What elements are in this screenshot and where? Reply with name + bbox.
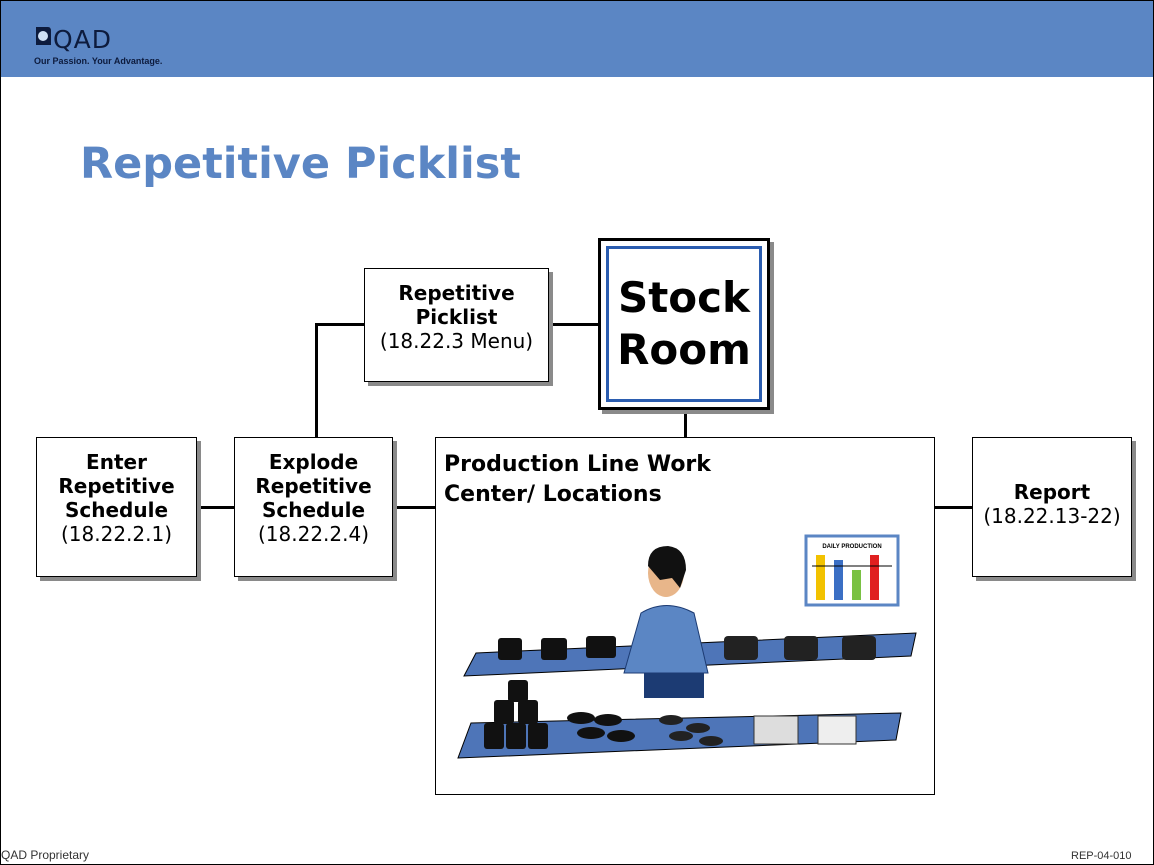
qad-logo-icon	[36, 27, 51, 45]
lower-shelf	[457, 680, 902, 759]
box-label: Schedule	[64, 498, 169, 522]
footer-proprietary: QAD Proprietary	[1, 848, 90, 862]
box-note: (18.22.2.1)	[60, 522, 173, 546]
connector-line	[315, 323, 365, 326]
box-label: Report	[1013, 480, 1091, 504]
box-label: Explode	[268, 450, 359, 474]
enter-schedule-box: Enter Repetitive Schedule (18.22.2.1)	[36, 437, 197, 577]
production-title-line: Center/ Locations	[444, 482, 662, 507]
daily-production-chart-icon: DAILY PRODUCTION	[804, 534, 900, 607]
box-note: (18.22.2.4)	[257, 522, 370, 546]
connector-line	[393, 506, 436, 509]
connector-line	[684, 410, 687, 438]
production-illustration: DAILY PRODUCTION	[457, 534, 917, 759]
footer-code: REP-04-010	[1071, 850, 1132, 862]
box-label: Schedule	[261, 498, 366, 522]
header-bar: QAD Our Passion. Your Advantage.	[1, 1, 1153, 77]
production-title: Production Line Work Center/ Locations	[444, 450, 711, 510]
chart-label: DAILY PRODUCTION	[822, 544, 881, 550]
worker-figure	[623, 546, 709, 698]
connector-line	[197, 506, 235, 509]
box-label: Picklist	[415, 305, 498, 329]
logo-text: QAD	[53, 25, 113, 54]
box-note: (18.22.13-22)	[983, 504, 1121, 528]
stock-room-box: Stock Room	[598, 238, 770, 410]
stock-room-label: Stock	[617, 273, 750, 322]
box-label: Repetitive	[255, 474, 372, 498]
repetitive-picklist-box: Repetitive Picklist (18.22.3 Menu)	[364, 268, 549, 382]
connector-line	[315, 323, 318, 437]
box-note: (18.22.3 Menu)	[379, 329, 534, 353]
production-line-box: Production Line Work Center/ Locations D…	[435, 437, 935, 795]
stock-room-label: Room	[617, 325, 751, 374]
stock-room-inner: Stock Room	[606, 246, 762, 402]
explode-schedule-box: Explode Repetitive Schedule (18.22.2.4)	[234, 437, 393, 577]
production-title-line: Production Line Work	[444, 452, 711, 477]
box-label: Repetitive	[58, 474, 175, 498]
connector-line	[935, 506, 973, 509]
box-label: Repetitive	[398, 281, 515, 305]
tagline: Our Passion. Your Advantage.	[34, 56, 163, 66]
connector-line	[550, 323, 599, 326]
report-box: Report (18.22.13-22)	[972, 437, 1132, 577]
page-title: Repetitive Picklist	[80, 139, 521, 189]
box-label: Enter	[86, 450, 147, 474]
